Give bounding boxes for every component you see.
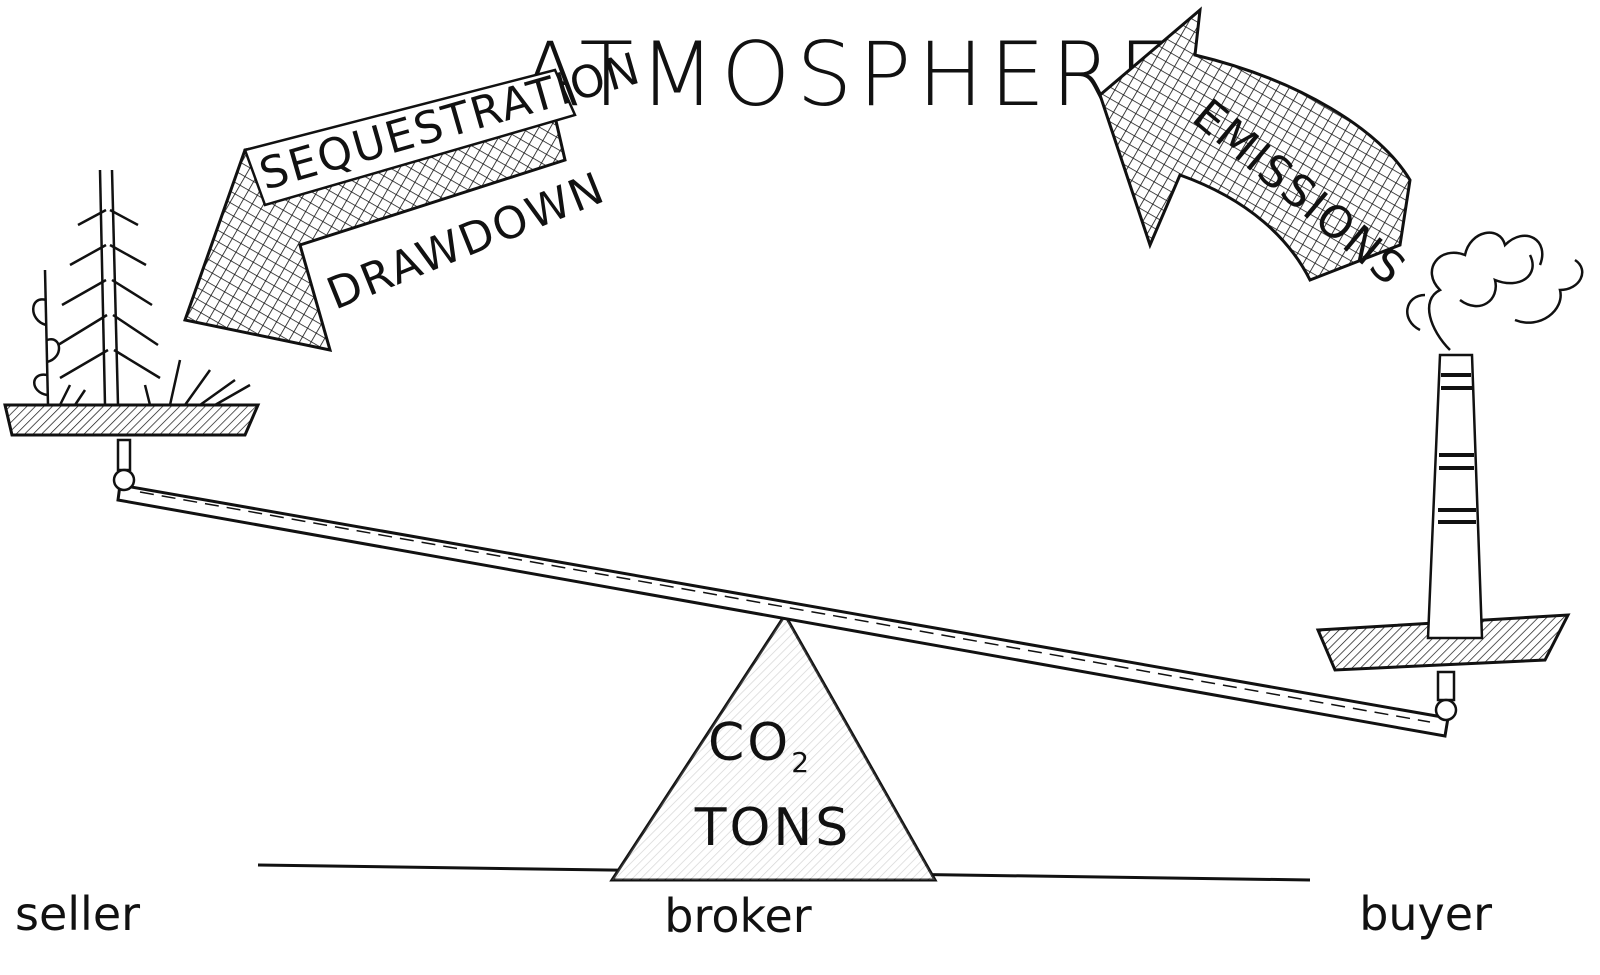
smokestack-icon: [1426, 353, 1484, 640]
forest-icon: [32, 169, 251, 407]
diagram-title: ATMOSPHERE: [520, 23, 1180, 126]
seller-pan: [3, 403, 261, 492]
sequestration-arrow: SEQUESTRATION DRAWDOWN: [183, 43, 647, 352]
smoke-icon: [1406, 231, 1584, 351]
tons-label: TONS: [694, 798, 852, 858]
buyer-pan: [1315, 613, 1571, 722]
co2-label: CO2: [708, 713, 812, 779]
seller-label: seller: [15, 887, 140, 941]
emissions-arrow: EMISSIONS: [1098, 6, 1416, 296]
buyer-label: buyer: [1359, 887, 1492, 941]
broker-label: broker: [664, 889, 812, 943]
fulcrum: CO2 TONS: [609, 612, 938, 882]
seesaw-beam: [116, 483, 1450, 738]
